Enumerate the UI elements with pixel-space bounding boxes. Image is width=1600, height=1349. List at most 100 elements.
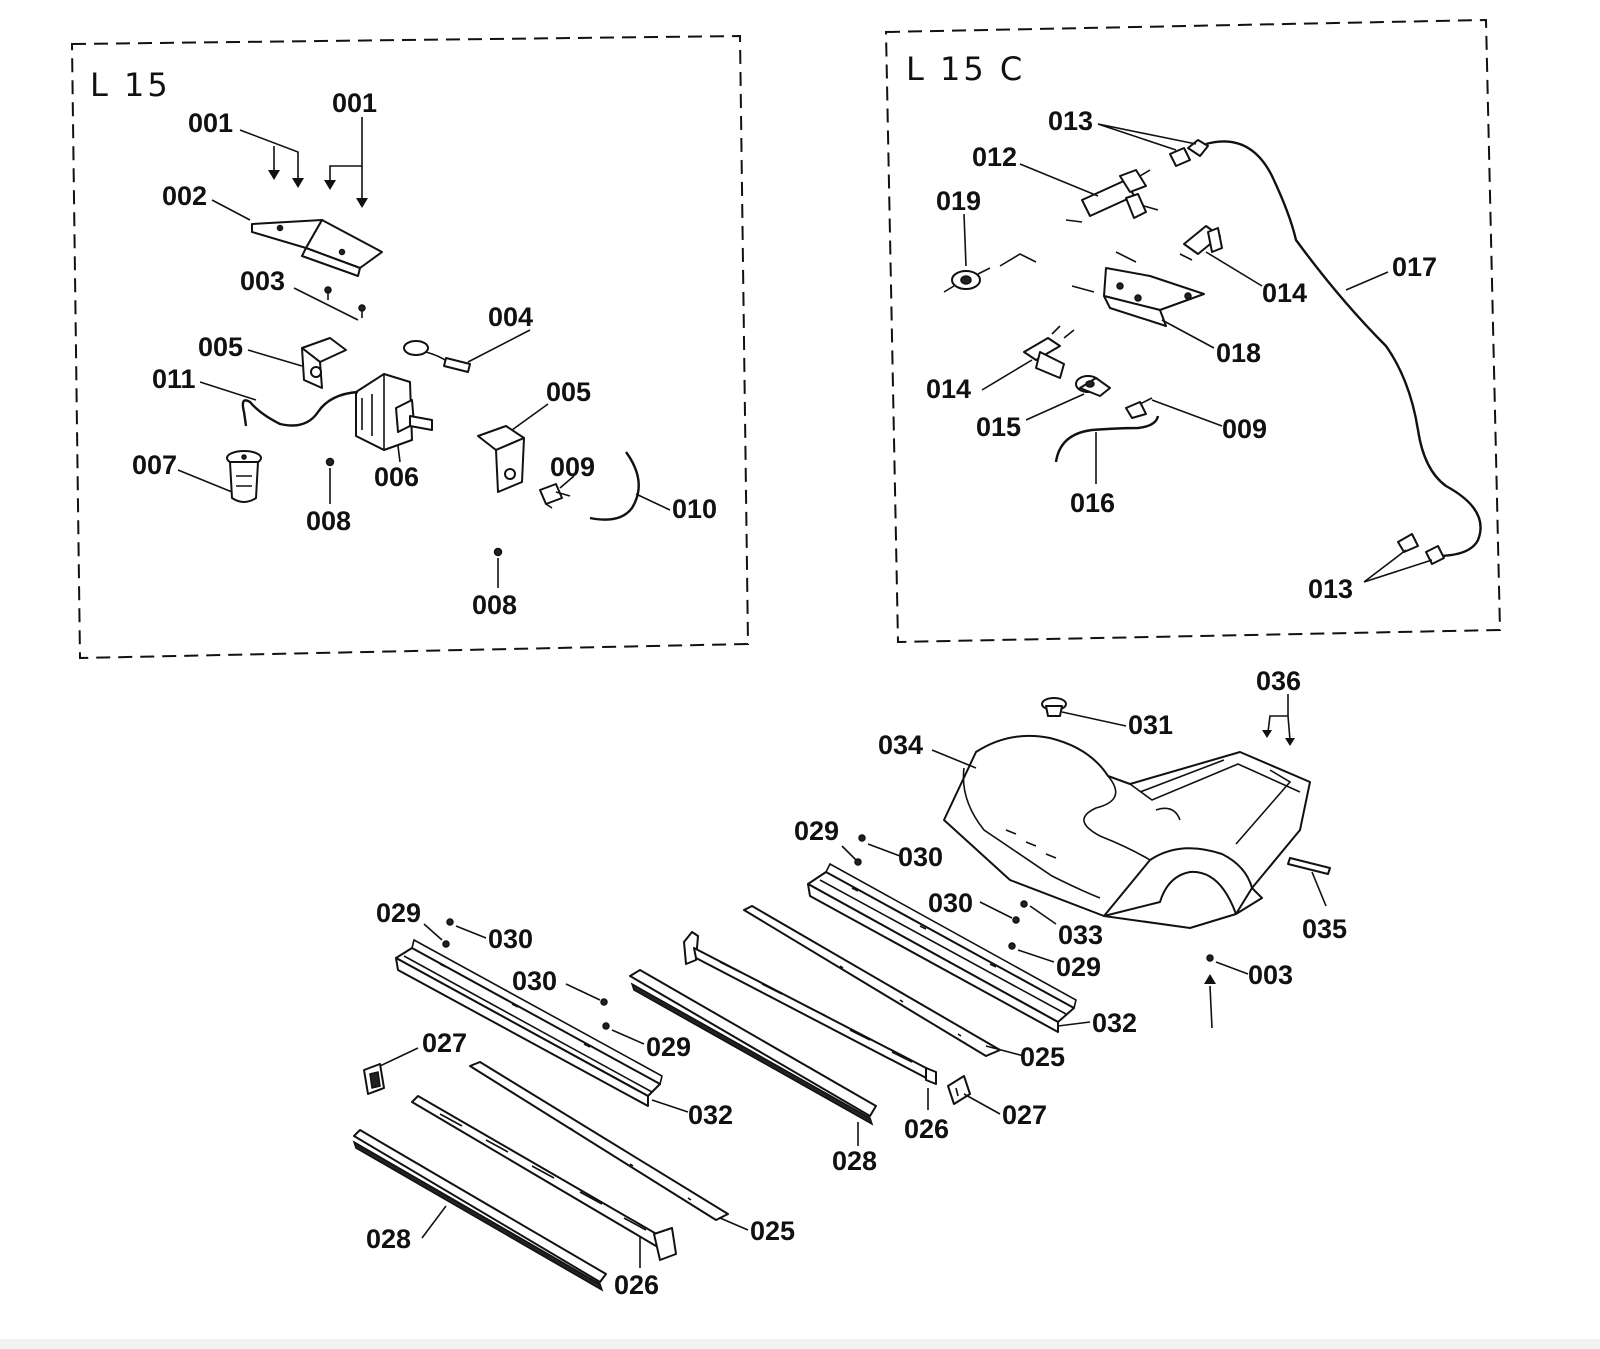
section-l15c: L 15 C [884, 18, 1502, 644]
bracket-005-right [477, 403, 549, 493]
screw-008-a [325, 457, 335, 504]
callout-003: 003 [240, 266, 285, 296]
callout-008: 008 [472, 590, 517, 620]
callout-032: 032 [1092, 1008, 1137, 1038]
knob-031 [1041, 697, 1127, 727]
callout-032: 032 [688, 1100, 733, 1130]
callout-001: 001 [332, 88, 377, 118]
strip-025-left [469, 1061, 749, 1231]
fitting-009-l15 [539, 475, 575, 509]
callout-035: 035 [1302, 914, 1347, 944]
screw-icon [292, 178, 304, 188]
fitting-009-l15c [1125, 397, 1223, 427]
screw-029-030-left [423, 918, 645, 1045]
callout-003: 003 [1248, 960, 1293, 990]
section-l15: L 15 [70, 34, 750, 660]
screw-036 [1262, 694, 1295, 746]
callout-013: 013 [1308, 574, 1353, 604]
hose-010 [589, 451, 671, 521]
callout-008: 008 [306, 506, 351, 536]
leader-line [239, 129, 299, 178]
connector-013-top [1097, 123, 1209, 167]
screw-icon [324, 180, 336, 190]
callout-033: 033 [1058, 920, 1103, 950]
screw-003 [293, 286, 366, 321]
rail-032-right [807, 862, 1091, 1033]
pin-035 [1287, 857, 1331, 907]
tube-017 [1205, 140, 1482, 558]
screw-icon [356, 198, 368, 208]
elbow-014-left [981, 325, 1075, 391]
bracket-005-left [247, 337, 347, 389]
coupling-015 [1025, 375, 1111, 421]
section-l15-frame [70, 34, 750, 660]
callout-004: 004 [488, 302, 533, 332]
callout-001: 001 [188, 108, 233, 138]
sensor-004 [403, 329, 531, 373]
callout-029: 029 [376, 898, 421, 928]
leader-line [329, 117, 363, 182]
callout-007: 007 [132, 450, 177, 480]
callout-009: 009 [550, 452, 595, 482]
callout-030: 030 [928, 888, 973, 918]
callout-026: 026 [904, 1114, 949, 1144]
callout-012: 012 [972, 142, 1017, 172]
screw-008-b [493, 547, 503, 588]
cap-007 [177, 450, 262, 503]
callout-030: 030 [898, 842, 943, 872]
screw-001-group [239, 117, 368, 208]
callout-031: 031 [1128, 710, 1173, 740]
bottom-margin-band [0, 1339, 1600, 1349]
callout-015: 015 [976, 412, 1021, 442]
callout-025: 025 [750, 1216, 795, 1246]
rail-032-left [395, 938, 689, 1113]
callout-029: 029 [794, 816, 839, 846]
callout-005: 005 [198, 332, 243, 362]
callout-005: 005 [546, 377, 591, 407]
callout-017: 017 [1392, 252, 1437, 282]
callout-002: 002 [162, 181, 207, 211]
callout-034: 034 [878, 730, 923, 760]
housing-034 [931, 734, 1311, 929]
bar-026-left [411, 1095, 677, 1268]
clip-027-left [363, 1047, 419, 1095]
callout-006: 006 [374, 462, 419, 492]
section-l15c-frame [884, 18, 1502, 644]
screw-icon [268, 170, 280, 180]
main-assembly: 031 036 034 029 030 035 030 033 029 003 … [352, 666, 1347, 1300]
callout-028: 028 [832, 1146, 877, 1176]
bracket-018 [999, 251, 1215, 349]
callout-011: 011 [152, 364, 196, 394]
callout-029: 029 [646, 1032, 691, 1062]
callout-013: 013 [1048, 106, 1093, 136]
connector-013-bottom [1363, 533, 1445, 583]
callout-026: 026 [614, 1270, 659, 1300]
callout-030: 030 [488, 924, 533, 954]
motor-006 [355, 373, 433, 463]
callout-030: 030 [512, 966, 557, 996]
rail-028-right [629, 969, 877, 1146]
hose-016 [1054, 415, 1160, 484]
callout-027: 027 [1002, 1100, 1047, 1130]
callout-014: 014 [1262, 278, 1307, 308]
callout-018: 018 [1216, 338, 1261, 368]
callout-019: 019 [936, 186, 981, 216]
callout-009: 009 [1222, 414, 1267, 444]
mounting-bracket-002 [211, 199, 383, 277]
callout-014: 014 [926, 374, 971, 404]
section-l15c-label: L 15 C [906, 50, 1025, 88]
callout-027: 027 [422, 1028, 467, 1058]
callout-025: 025 [1020, 1042, 1065, 1072]
wire-011 [199, 381, 359, 427]
callout-036: 036 [1256, 666, 1301, 696]
bar-026-right [683, 931, 937, 1110]
callout-010: 010 [672, 494, 717, 524]
callout-016: 016 [1070, 488, 1115, 518]
callout-029: 029 [1056, 952, 1101, 982]
elbow-014-right [1179, 225, 1263, 287]
clip-027-right [947, 1075, 1001, 1115]
rail-028-left [352, 1129, 607, 1292]
screw-003-main [1204, 954, 1249, 1029]
strip-025-right [743, 905, 1025, 1057]
section-l15-label: L 15 [90, 66, 171, 104]
